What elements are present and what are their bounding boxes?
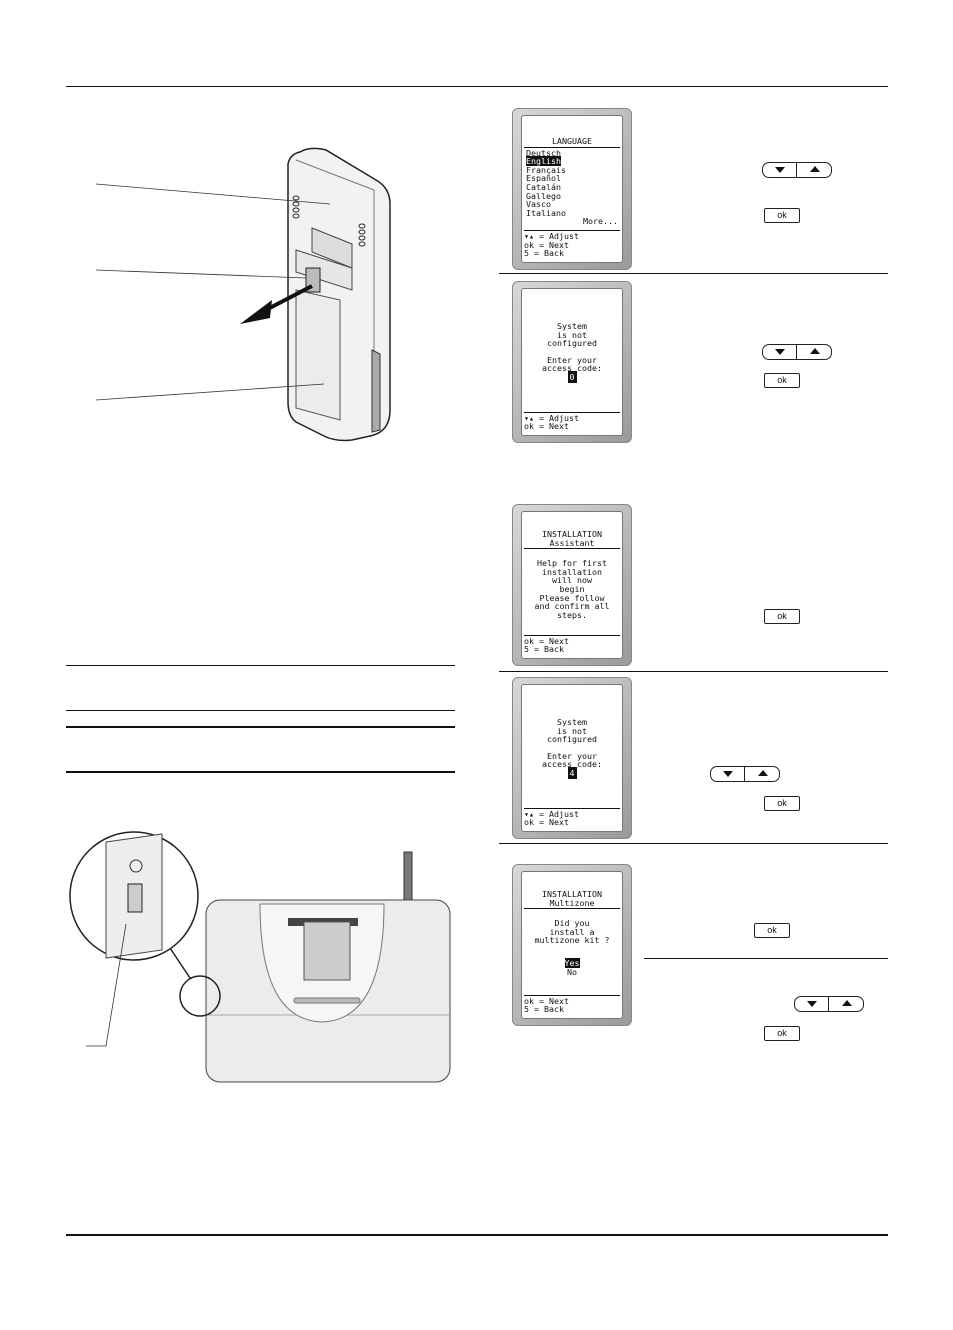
separator-1 [499, 273, 888, 274]
option-no[interactable]: No [567, 966, 577, 977]
lcd-access-code-1: System is not configured Enter your acce… [512, 281, 632, 443]
language-option[interactable]: Catalán [526, 181, 561, 192]
multizone-question: Did you install a multizone kit ? [534, 918, 610, 946]
adjust-arrows[interactable] [794, 996, 864, 1012]
language-list: Deutsch English Français Español Catalán… [522, 148, 622, 227]
assistant-message: Help for first installation will now beg… [534, 558, 610, 620]
separator-3 [499, 843, 888, 844]
table-rule-4 [66, 771, 455, 773]
separator-2 [499, 671, 888, 672]
lcd-language: LANGUAGE Deutsch English Français Españo… [512, 108, 632, 270]
option-yes[interactable]: Yes [564, 957, 580, 968]
arrow-up-icon[interactable] [758, 770, 768, 776]
access-code-value[interactable]: 4 [567, 766, 577, 779]
ok-button[interactable]: ok [764, 796, 800, 811]
arrow-down-icon[interactable] [775, 167, 785, 173]
assistant-foot: ok = Next 5 = Back [524, 634, 620, 654]
language-option[interactable]: Español [526, 173, 561, 184]
multizone-foot: ok = Next 5 = Back [524, 994, 620, 1014]
language-option[interactable]: Français [526, 164, 566, 175]
language-foot: ▾▴ = Adjust ok = Next 5 = Back [524, 230, 620, 258]
arrow-down-icon[interactable] [723, 771, 733, 777]
language-option-selected[interactable]: English [526, 156, 561, 167]
code2-message: System is not configured Enter your acce… [542, 717, 602, 779]
ok-button[interactable]: ok [764, 208, 800, 223]
arrow-up-icon[interactable] [810, 348, 820, 354]
base-unit-illustration [69, 831, 451, 1083]
lcd-access-code-2: System is not configured Enter your acce… [512, 677, 632, 839]
arrow-down-icon[interactable] [807, 1001, 817, 1007]
more-link[interactable]: More... [583, 216, 618, 227]
multizone-options: Yes No [522, 957, 622, 977]
language-option[interactable]: Vasco [526, 199, 551, 210]
arrow-down-icon[interactable] [775, 349, 785, 355]
ok-button[interactable]: ok [764, 373, 800, 388]
footer-rule [66, 1234, 888, 1236]
code1-foot: ▾▴ = Adjust ok = Next [524, 411, 620, 431]
access-code-value[interactable]: 0 [567, 370, 577, 383]
ok-button[interactable]: ok [764, 609, 800, 624]
adjust-arrows[interactable] [710, 766, 780, 782]
language-option[interactable]: Gallego [526, 190, 561, 201]
separator-4 [644, 958, 888, 959]
table-rule-3 [66, 726, 455, 728]
ok-button[interactable]: ok [764, 1026, 800, 1041]
lcd-installation-assistant: INSTALLATION Assistant Help for first in… [512, 504, 632, 666]
language-option[interactable]: Italiano [526, 207, 566, 218]
code2-foot: ▾▴ = Adjust ok = Next [524, 807, 620, 827]
ok-button[interactable]: ok [754, 923, 790, 938]
table-rule-1 [66, 665, 455, 666]
language-option[interactable]: Deutsch [526, 147, 561, 158]
multizone-title: INSTALLATION Multizone [524, 890, 620, 910]
adjust-arrows[interactable] [762, 162, 832, 178]
header-rule [66, 86, 888, 87]
language-title: LANGUAGE [524, 134, 620, 148]
arrow-up-icon[interactable] [842, 1000, 852, 1006]
adjust-arrows[interactable] [762, 344, 832, 360]
lcd-multizone: INSTALLATION Multizone Did you install a… [512, 864, 632, 1026]
assistant-title: INSTALLATION Assistant [524, 530, 620, 550]
arrow-up-icon[interactable] [810, 166, 820, 172]
table-rule-2 [66, 710, 455, 711]
handset-illustration [95, 147, 391, 442]
code1-message: System is not configured Enter your acce… [542, 321, 602, 383]
